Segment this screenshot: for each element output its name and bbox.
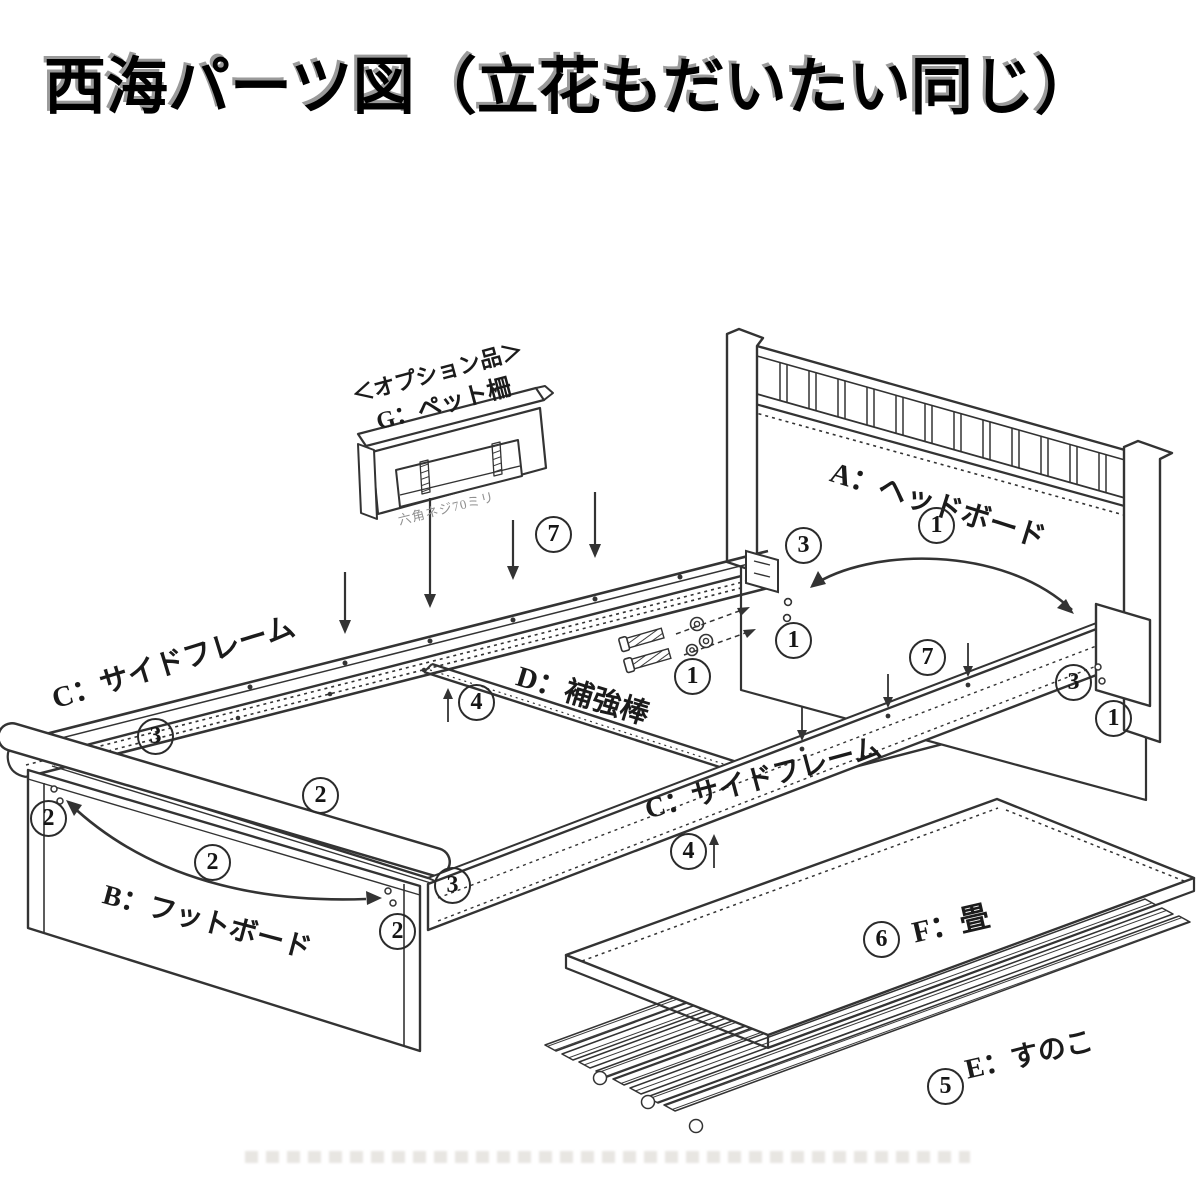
callout-number-7: 7 <box>535 516 572 553</box>
part-g-pet-fence <box>356 385 554 520</box>
part-f-tatami <box>564 797 1196 1050</box>
callout-number-1: 1 <box>775 622 812 659</box>
callout-number-3: 3 <box>137 718 174 755</box>
assembly-arrows <box>66 492 1074 905</box>
faint-bottom-text <box>245 1151 970 1163</box>
callout-number-3: 3 <box>434 867 471 904</box>
callout-number-2: 2 <box>379 913 416 950</box>
callout-number-1: 1 <box>674 658 711 695</box>
callout-number-4: 4 <box>670 833 707 870</box>
callout-number-3: 3 <box>1055 664 1092 701</box>
part-c-side-frame-right <box>426 602 1152 932</box>
callout-number-1: 1 <box>918 507 955 544</box>
callout-number-6: 6 <box>863 921 900 958</box>
page-title: 西海パーツ図（立花もだいたい同じ） <box>44 53 1097 122</box>
callout-number-1: 1 <box>1095 700 1132 737</box>
callout-number-3: 3 <box>785 527 822 564</box>
headboard-slats <box>779 362 1107 493</box>
side-frame-bracket <box>745 549 779 594</box>
callout-number-5: 5 <box>927 1068 964 1105</box>
part-b-footboard <box>0 722 451 1053</box>
callout-number-2: 2 <box>30 800 67 837</box>
bolt-hardware <box>618 597 793 674</box>
callout-number-2: 2 <box>302 777 339 814</box>
callout-number-4: 4 <box>458 684 495 721</box>
callout-number-2: 2 <box>194 844 231 881</box>
callout-number-7: 7 <box>909 639 946 676</box>
